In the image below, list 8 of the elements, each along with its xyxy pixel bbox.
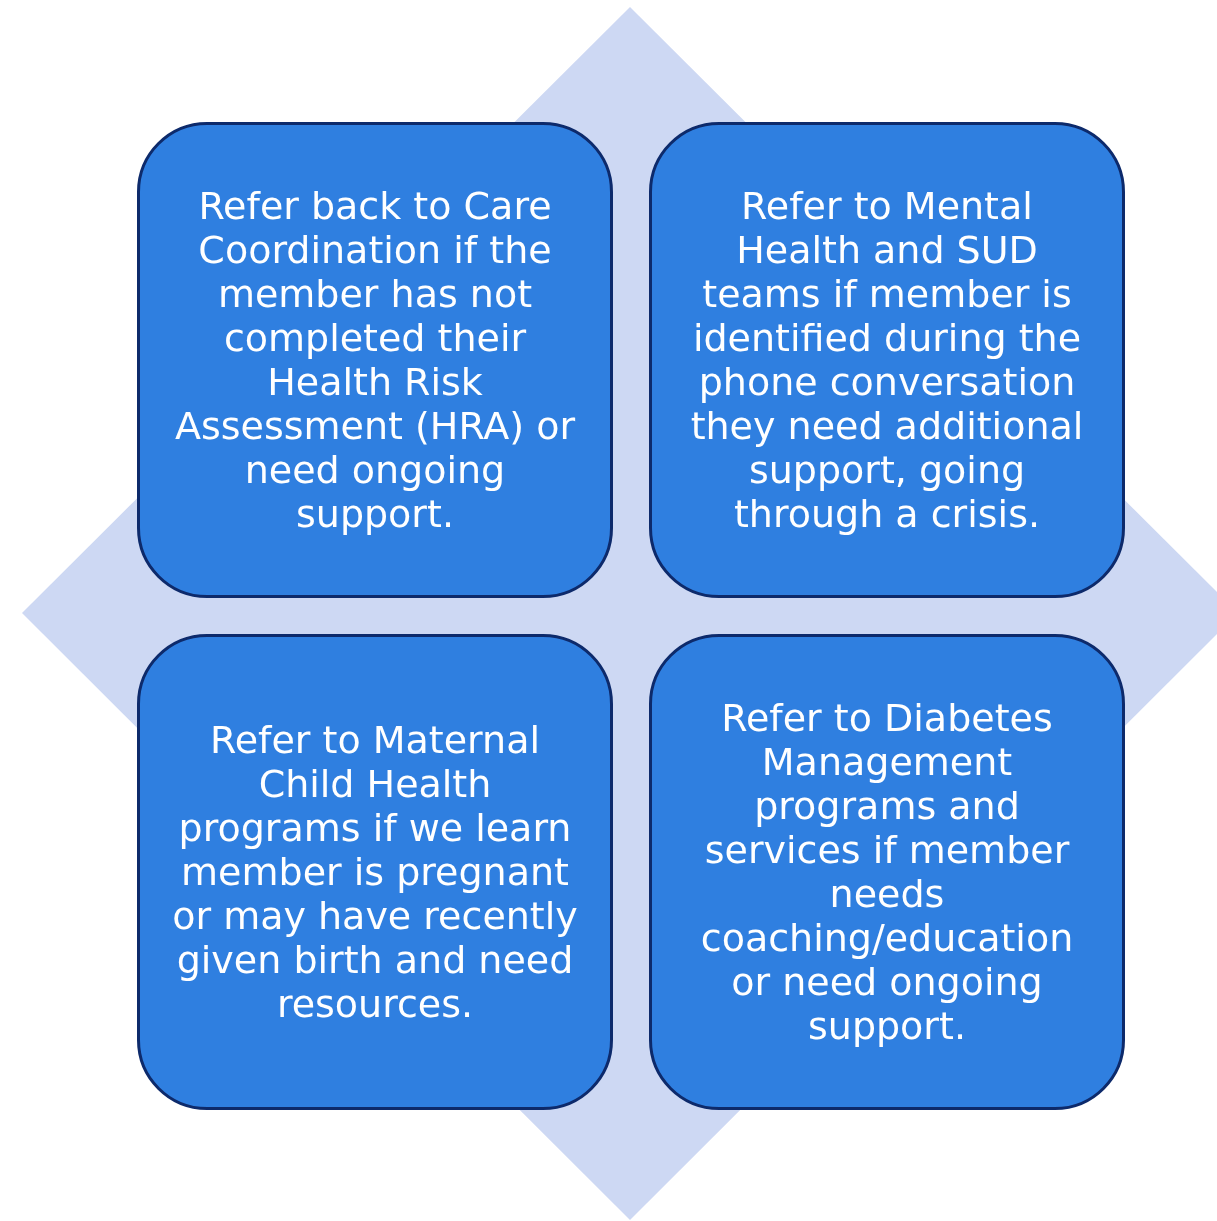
rounded-box <box>649 634 1125 1110</box>
box-text: Refer back to Care Coordination if the member has not completed their Health Risk Assessment (HRA) or need ongoing support. <box>173 184 577 536</box>
rounded-box <box>137 634 613 1110</box>
box-text: Refer to Maternal Child Health programs if we learn member is pregnant or may have recently given birth and need resources. <box>171 718 579 1026</box>
rounded-box <box>137 122 613 598</box>
rounded-box <box>649 122 1125 598</box>
box-text: Refer to Diabetes Management programs and services if member needs coaching/education or need ongoing support. <box>699 696 1075 1048</box>
box-text: Refer to Mental Health and SUD teams if member is identified during the phone conversation they need additional support, going through a crisis. <box>689 184 1085 536</box>
